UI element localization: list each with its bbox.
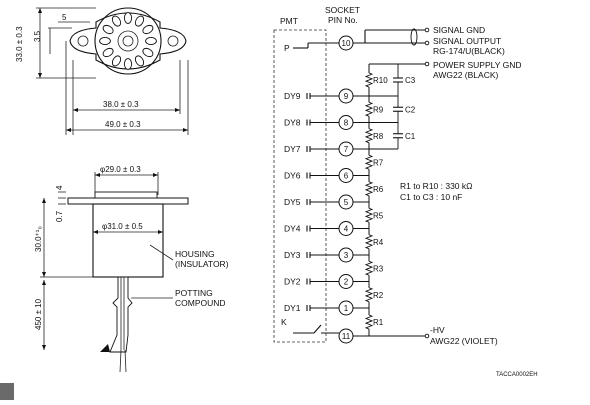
dim-29: φ29.0 ± 0.3 bbox=[100, 165, 141, 174]
hv-label: -HV bbox=[430, 325, 445, 335]
hv-cable-label: AWG22 (VIOLET) bbox=[430, 336, 498, 346]
resistor-symbol bbox=[364, 207, 374, 223]
dim-5: 5 bbox=[62, 13, 67, 22]
resistor-symbol bbox=[364, 154, 374, 170]
dynode-label: DY8 bbox=[284, 118, 301, 128]
cathode-label: K bbox=[281, 317, 287, 327]
callout-potting-2: COMPOUND bbox=[175, 298, 226, 308]
socket-pin-hole bbox=[142, 47, 154, 58]
resistor-label: R6 bbox=[373, 185, 384, 194]
socket-pin-hole bbox=[134, 55, 145, 67]
resistor-symbol bbox=[364, 181, 374, 197]
pin-number: 9 bbox=[344, 92, 349, 101]
dynode-label: DY2 bbox=[284, 277, 301, 287]
socket-side-view: φ29.0 ± 0.3 φ31.0 ± 0.5 4 0.7 30.0⁺¹₀ 45… bbox=[34, 165, 229, 373]
dim-31: φ31.0 ± 0.5 bbox=[102, 222, 143, 231]
resistor-spec: R1 to R10 : 330 kΩ bbox=[400, 181, 473, 191]
pin-number: 8 bbox=[344, 119, 349, 128]
pin-10: 10 bbox=[342, 39, 351, 48]
resistor-label: R3 bbox=[373, 264, 384, 273]
pin-number: 4 bbox=[344, 225, 349, 234]
dim-38: 38.0 ± 0.3 bbox=[103, 100, 139, 109]
socket-pin-hole bbox=[111, 55, 122, 67]
resistor-label: R4 bbox=[373, 238, 384, 247]
pin-number: 3 bbox=[344, 251, 349, 260]
signal-cable-label: RG-174/U(BLACK) bbox=[433, 46, 505, 56]
pin-number: 5 bbox=[344, 198, 349, 207]
resistor-symbol bbox=[364, 72, 374, 88]
resistor-label: R8 bbox=[373, 132, 384, 141]
callout-potting-1: POTTING bbox=[175, 288, 213, 298]
socket-pin-hole bbox=[102, 47, 114, 58]
socket-label-1: SOCKET bbox=[325, 5, 360, 15]
resistor-label: R2 bbox=[373, 291, 384, 300]
dim-33: 33.0 ± 0.3 bbox=[15, 26, 24, 62]
pin-number: 1 bbox=[344, 304, 349, 313]
capacitor-label: C1 bbox=[405, 132, 416, 141]
socket-pin-hole bbox=[134, 15, 145, 27]
signal-gnd-label: SIGNAL GND bbox=[433, 25, 485, 35]
pin-number: 2 bbox=[344, 278, 349, 287]
socket-label-2: PIN No. bbox=[328, 15, 358, 25]
capacitor-label: C2 bbox=[405, 105, 416, 114]
anode-label: P bbox=[284, 43, 290, 53]
dim-3-5: 3.5 bbox=[33, 30, 42, 42]
resistor-symbol bbox=[364, 260, 374, 276]
dynode-label: DY3 bbox=[284, 250, 301, 260]
socket-pin-hole bbox=[123, 58, 133, 70]
dim-30: 30.0⁺¹₀ bbox=[34, 226, 43, 252]
resistor-label: R10 bbox=[373, 76, 388, 85]
socket-pin-hole bbox=[111, 15, 122, 27]
dynode-label: DY1 bbox=[284, 303, 301, 313]
signal-output-label: SIGNAL OUTPUT bbox=[433, 36, 501, 46]
capacitor-label: C3 bbox=[405, 76, 416, 85]
resistor-symbol bbox=[364, 128, 374, 144]
figure-code: TACCA0002EH bbox=[496, 372, 538, 378]
power-gnd-label: POWER SUPPLY GND bbox=[433, 60, 521, 70]
dynode-label: DY6 bbox=[284, 171, 301, 181]
pin-number: 7 bbox=[344, 145, 349, 154]
corner-marker bbox=[0, 383, 14, 400]
resistor-symbol bbox=[364, 314, 374, 330]
resistor-symbol bbox=[364, 287, 374, 303]
socket-pin-hole bbox=[123, 12, 133, 24]
resistor-symbol bbox=[364, 101, 374, 117]
callout-housing-2: (INSULATOR) bbox=[175, 259, 229, 269]
resistor-label: R1 bbox=[373, 318, 384, 327]
dim-0-7: 0.7 bbox=[55, 210, 64, 222]
socket-top-view bbox=[69, 7, 187, 75]
capacitor-spec: C1 to C3 : 10 nF bbox=[400, 192, 462, 202]
socket-pin-hole bbox=[145, 36, 157, 46]
dynode-label: DY5 bbox=[284, 197, 301, 207]
callout-housing-1: HOUSING bbox=[175, 249, 215, 259]
socket-pin-hole bbox=[102, 24, 114, 35]
dim-4: 4 bbox=[55, 185, 64, 190]
power-gnd-cable-label: AWG22 (BLACK) bbox=[433, 70, 499, 80]
resistor-label: R5 bbox=[373, 211, 384, 220]
resistor-symbol bbox=[364, 234, 374, 250]
pmt-label: PMT bbox=[280, 16, 298, 26]
dim-49: 49.0 ± 0.3 bbox=[105, 120, 141, 129]
dynode-label: DY9 bbox=[284, 91, 301, 101]
pin-number: 6 bbox=[344, 172, 349, 181]
socket-pin-hole bbox=[142, 24, 154, 35]
socket-pin-hole bbox=[99, 36, 111, 46]
dynode-label: DY7 bbox=[284, 144, 301, 154]
dim-450: 450 ± 10 bbox=[34, 298, 43, 330]
resistor-label: R9 bbox=[373, 105, 384, 114]
resistor-label: R7 bbox=[373, 158, 384, 167]
top-view-dimensions: 33.0 ± 0.3 3.5 5 38.0 ± 0.3 49.0 ± 0.3 bbox=[15, 7, 189, 135]
pin-11: 11 bbox=[342, 332, 351, 341]
dynode-label: DY4 bbox=[284, 224, 301, 234]
